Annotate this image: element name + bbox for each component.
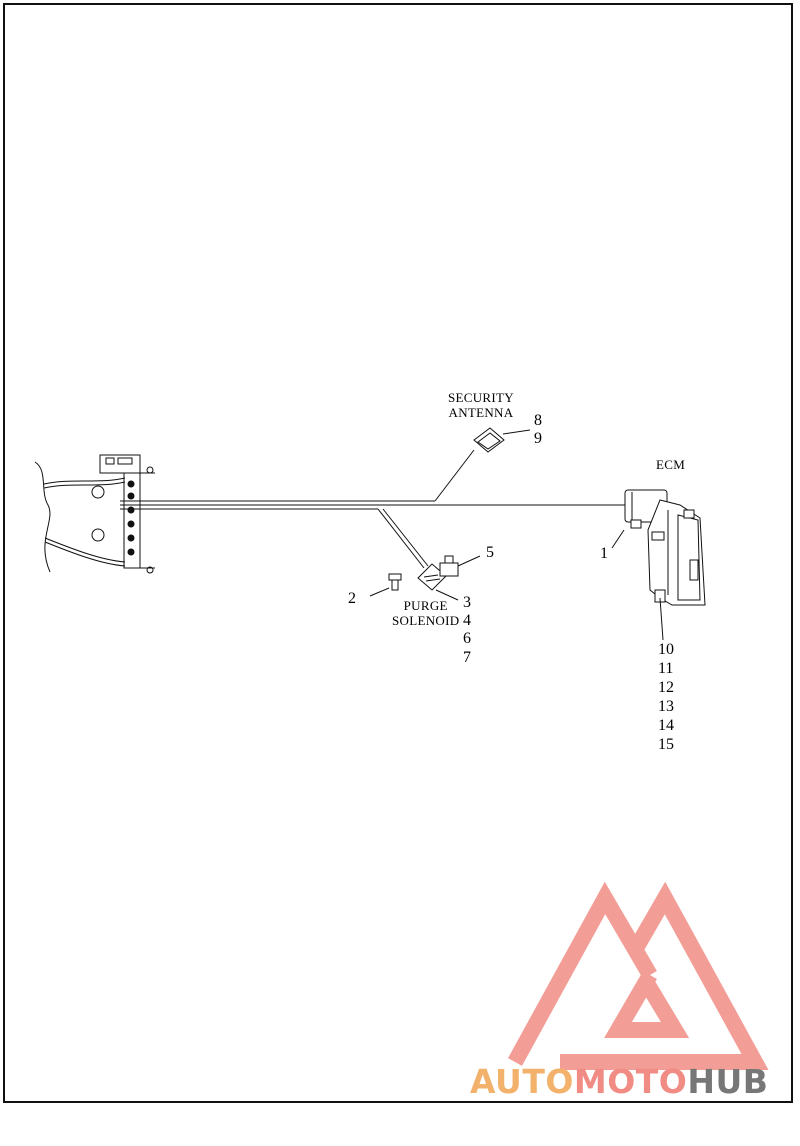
callout-6: 6 [463, 630, 471, 647]
callout-10: 10 [658, 641, 674, 658]
watermark-brand-text: AUTOMOTOHUB [470, 1062, 768, 1101]
page-border [3, 3, 793, 1103]
callout-14: 14 [658, 717, 674, 734]
brand-auto: AUTO [470, 1062, 574, 1101]
ecm-callout-stack: 10 11 12 13 14 15 [658, 640, 674, 754]
ecm-label: ECM [656, 457, 686, 472]
callout-12: 12 [658, 679, 674, 696]
callout-7: 7 [463, 649, 471, 666]
brand-hub: HUB [687, 1062, 769, 1101]
callout-3: 3 [463, 594, 471, 611]
purge-solenoid-label: PURGE SOLENOID [392, 598, 459, 628]
purge-solenoid-line1: PURGE [403, 598, 448, 613]
callout-9: 9 [534, 430, 542, 447]
brand-moto: MOTO [573, 1062, 688, 1101]
watermark-logo-icon [507, 881, 769, 1070]
wire-harness [120, 449, 625, 569]
callout-15: 15 [658, 736, 674, 753]
callout-11: 11 [658, 660, 674, 677]
callout-1: 1 [600, 545, 608, 562]
callout-5: 5 [486, 544, 494, 561]
connector-item-5 [439, 555, 481, 577]
security-antenna-line1: SECURITY [448, 390, 514, 405]
security-antenna-label: SECURITY ANTENNA [448, 390, 514, 420]
purge-solenoid-line2: SOLENOID [392, 613, 460, 628]
security-antenna-connector [473, 427, 531, 453]
callout-2: 2 [348, 590, 356, 607]
frame-rail [34, 454, 155, 574]
ecm-module [611, 489, 706, 641]
callout-13: 13 [658, 698, 674, 715]
plug-item-2 [369, 573, 402, 597]
callout-8: 8 [534, 412, 542, 429]
purge-solenoid-connector [417, 563, 459, 601]
security-antenna-line2: ANTENNA [448, 405, 514, 420]
callout-4: 4 [463, 612, 471, 629]
